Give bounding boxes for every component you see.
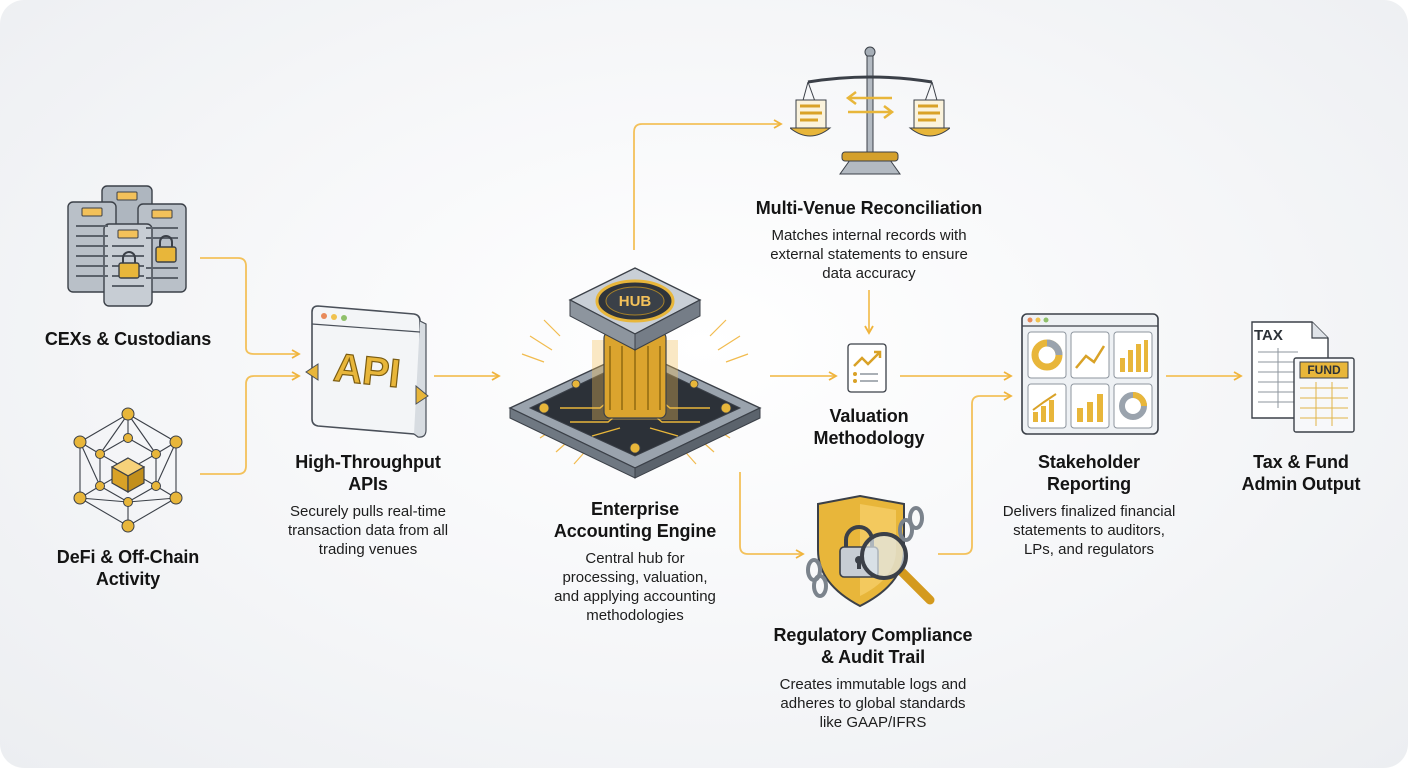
engine-desc-line1: Central hub for xyxy=(585,550,685,567)
reporting-title-line2: Reporting xyxy=(1046,474,1132,494)
valuation-label: Valuation Methodology xyxy=(790,405,948,449)
recon-desc-line3: data accuracy xyxy=(822,265,916,282)
api-window-icon xyxy=(302,300,434,440)
network-graph-icon xyxy=(66,404,190,534)
arrow-engine-to-compliance xyxy=(739,472,805,559)
compliance-desc-line1: Creates immutable logs and xyxy=(779,676,967,693)
engine-desc-line4: methodologies xyxy=(586,607,684,624)
api-badge: API xyxy=(331,345,403,397)
reporting-title-line1: Stakeholder xyxy=(1038,452,1140,472)
fund-doc-label: FUND xyxy=(1307,363,1341,377)
engine-desc-line2: processing, valuation, xyxy=(562,569,708,586)
api-title-line2: APIs xyxy=(348,474,388,494)
recon-desc-line1: Matches internal records with xyxy=(771,227,967,244)
output-label: Tax & Fund Admin Output xyxy=(1214,451,1388,495)
output-title-line2: Admin Output xyxy=(1241,474,1361,494)
tax-fund-documents-icon xyxy=(1248,318,1358,436)
dashboard-window-icon xyxy=(1020,312,1160,436)
engine-badge: HUB xyxy=(618,293,652,310)
reporting-desc-line2: statements to auditors, xyxy=(1013,522,1165,539)
ledger-doc-icon xyxy=(795,99,945,131)
api-desc-line2: transaction data from all xyxy=(287,522,449,539)
compliance-desc-line2: adheres to global standards xyxy=(780,695,966,712)
compliance-title-line1: Regulatory Compliance xyxy=(773,625,973,645)
recon-title: Multi-Venue Reconciliation xyxy=(755,198,983,218)
padlock-icon xyxy=(118,235,177,279)
arrow-engine-to-recon xyxy=(633,119,783,250)
arrow-compliance-to-reporting xyxy=(938,391,1013,555)
reporting-desc-line1: Delivers finalized financial xyxy=(1002,503,1176,520)
api-label: High-Throughput APIs Securely pulls real… xyxy=(256,451,480,559)
engine-title-line1: Enterprise xyxy=(590,499,680,519)
cex-title: CEXs & Custodians xyxy=(44,329,212,349)
defi-title-line1: DeFi & Off-Chain xyxy=(56,547,200,567)
balance-scale-icon xyxy=(788,42,952,182)
defi-title-line2: Activity xyxy=(95,569,161,589)
compliance-title-line2: & Audit Trail xyxy=(820,647,926,667)
valuation-title-line2: Methodology xyxy=(813,428,925,448)
magnifier-icon xyxy=(860,532,935,605)
engine-title-line2: Accounting Engine xyxy=(553,521,717,541)
recon-label: Multi-Venue Reconciliation Matches inter… xyxy=(730,197,1008,283)
cex-label: CEXs & Custodians xyxy=(28,328,228,350)
reporting-label: Stakeholder Reporting Delivers finalized… xyxy=(990,451,1188,559)
defi-label: DeFi & Off-Chain Activity xyxy=(28,546,228,590)
shield-lock-icon xyxy=(806,490,942,610)
chain-icon xyxy=(806,506,924,598)
reporting-desc-line3: LPs, and regulators xyxy=(1023,541,1155,558)
tax-doc-label: TAX xyxy=(1254,327,1283,344)
arrow-cex-to-api xyxy=(200,257,301,359)
compliance-label: Regulatory Compliance & Audit Trail Crea… xyxy=(742,624,1004,732)
engine-chip-icon xyxy=(500,258,770,480)
engine-label: Enterprise Accounting Engine Central hub… xyxy=(520,498,750,625)
server-rack-icon xyxy=(60,180,194,310)
api-desc-line3: trading venues xyxy=(318,541,418,558)
compliance-desc-line3: like GAAP/IFRS xyxy=(819,714,927,731)
arrow-defi-to-api xyxy=(200,371,301,475)
api-desc-line1: Securely pulls real-time xyxy=(290,503,446,520)
api-title-line1: High-Throughput xyxy=(295,452,441,472)
swap-arrows-icon xyxy=(845,91,895,119)
valuation-chart-doc-icon xyxy=(842,340,892,396)
engine-desc-line3: and applying accounting xyxy=(554,588,716,605)
valuation-title-line1: Valuation xyxy=(829,406,909,426)
output-title-line1: Tax & Fund xyxy=(1253,452,1349,472)
recon-desc-line2: external statements to ensure xyxy=(770,246,968,263)
